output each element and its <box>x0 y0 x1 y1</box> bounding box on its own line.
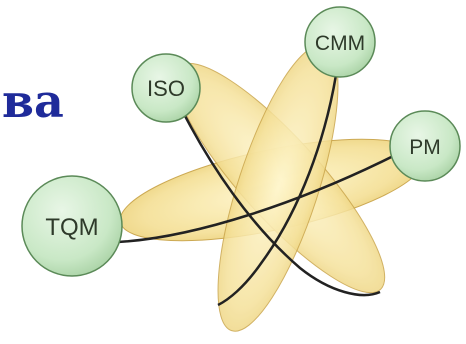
node-tqm-label: TQM <box>45 214 98 241</box>
node-tqm: TQM <box>21 175 123 277</box>
petal-group <box>119 44 425 332</box>
node-iso-label: ISO <box>147 76 185 101</box>
node-iso-circle <box>131 53 201 123</box>
orbit-line-cmm <box>217 74 338 307</box>
orbit-lines <box>117 74 416 307</box>
node-tqm-circle <box>21 175 123 277</box>
node-iso: ISO <box>131 53 201 123</box>
orbit-line-iso <box>180 109 381 297</box>
title-fragment: ва <box>2 74 64 128</box>
node-cmm-circle <box>304 6 376 78</box>
node-cmm-label: CMM <box>315 32 365 55</box>
orbit-line-tqm <box>117 143 416 244</box>
node-pm-label: PM <box>409 136 441 159</box>
node-pm-circle <box>389 110 461 182</box>
node-pm: PM <box>389 110 461 182</box>
node-cmm: CMM <box>304 6 376 78</box>
